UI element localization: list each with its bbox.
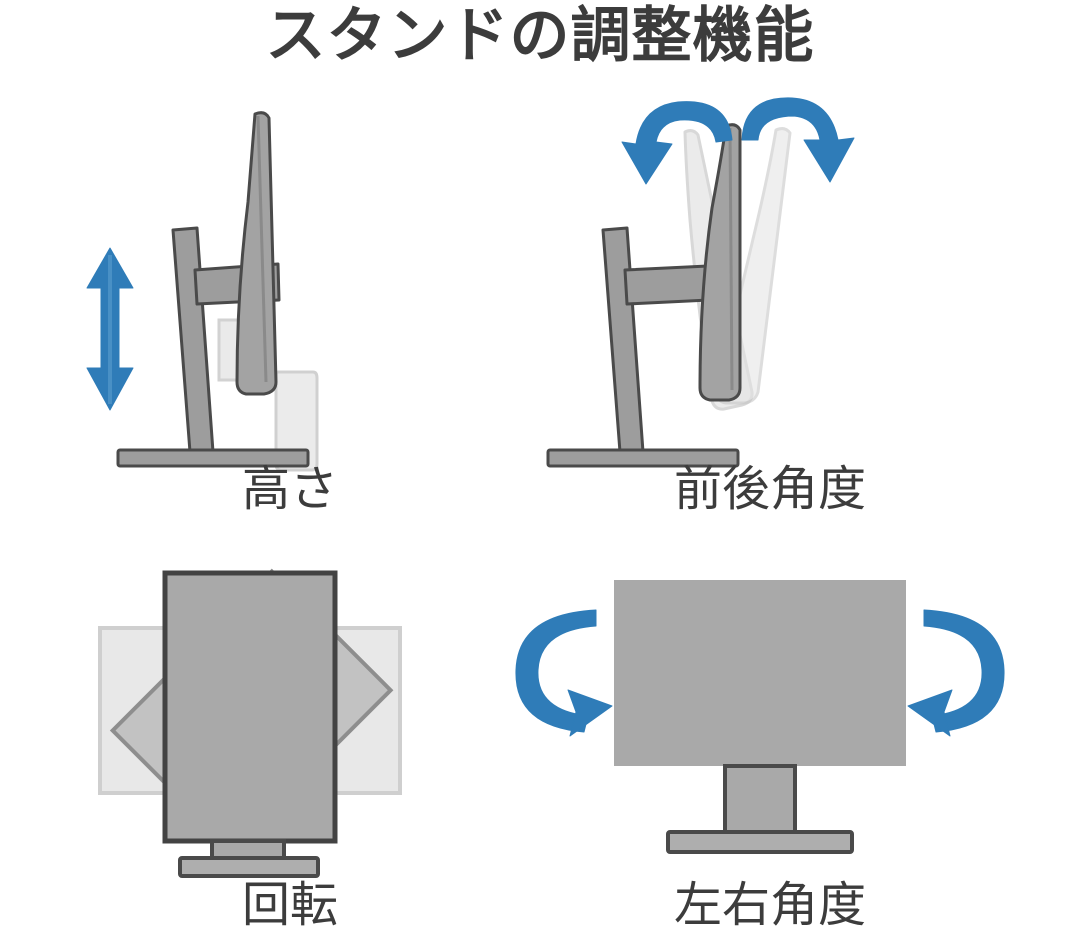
pivot-illustration — [40, 548, 540, 878]
height-illustration — [40, 92, 540, 472]
stand-base — [116, 448, 310, 468]
stand-column — [171, 226, 215, 454]
height-label: 高さ — [241, 463, 338, 516]
pivot-label: 回転 — [241, 879, 338, 932]
swivel-label: 左右角度 — [673, 879, 866, 932]
stand-bracket-arm — [623, 264, 711, 306]
monitor-pivot-icon — [98, 568, 402, 878]
swivel-arrow-right-icon — [907, 609, 1005, 737]
panel-height: 高さ — [40, 92, 540, 542]
monitor-side-profile — [235, 111, 278, 396]
tilt-arrow-forward-icon — [741, 97, 855, 183]
tilt-label: 前後角度 — [673, 463, 866, 516]
swivel-illustration — [500, 548, 1040, 878]
monitor-swivel-icon — [515, 580, 1005, 854]
monitor-side-view-icon — [86, 111, 319, 472]
page-title: スタンドの調整機能 — [265, 2, 815, 69]
tilt-arrow-back-icon — [621, 101, 733, 185]
panel-pivot: 回転 — [40, 548, 540, 940]
swivel-arrow-left-icon — [515, 609, 613, 737]
panel-swivel: 左右角度 — [500, 548, 1040, 940]
height-double-arrow-icon — [86, 247, 134, 411]
monitor-tilt-icon — [546, 97, 855, 468]
stand-base — [546, 448, 740, 468]
monitor-landscape — [614, 580, 906, 854]
tilt-illustration — [500, 92, 1040, 472]
monitor-side-profile — [698, 123, 742, 402]
stand-column — [601, 226, 645, 454]
panel-tilt: 前後角度 — [500, 92, 1040, 542]
monitor-portrait — [162, 570, 338, 878]
